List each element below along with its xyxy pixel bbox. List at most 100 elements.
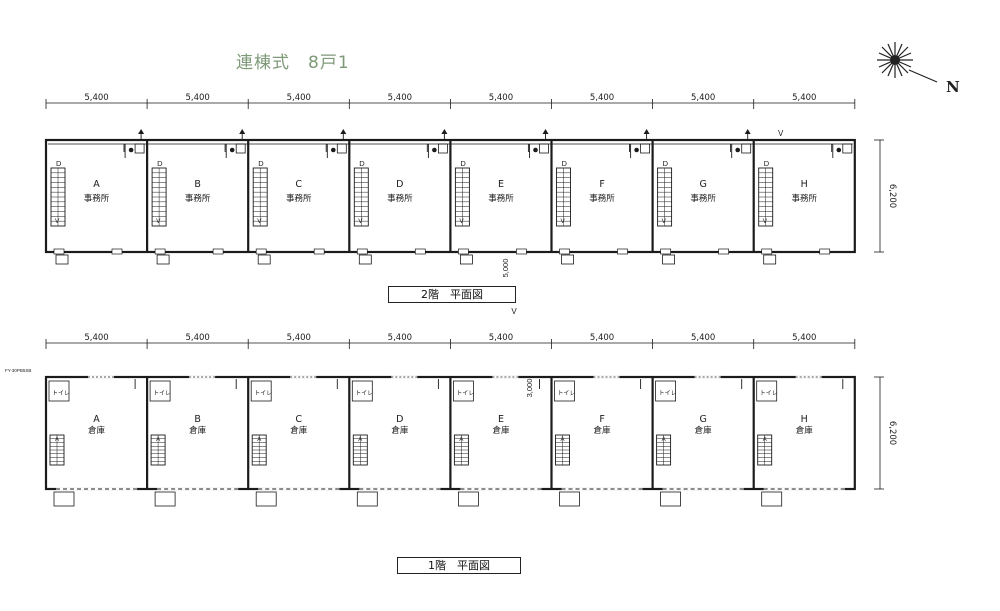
- stair-mark: A: [156, 437, 160, 443]
- unit-letter: H: [801, 414, 808, 425]
- span-label: 5,400: [489, 333, 513, 343]
- span-label: 5,400: [792, 333, 816, 343]
- vent-arrow-icon: [643, 129, 650, 134]
- stair-mark-top: D: [764, 159, 770, 168]
- fixture-dot: [533, 147, 538, 153]
- fixture-dot: [331, 147, 336, 153]
- toilet-room: [756, 380, 778, 402]
- unit-use: 事務所: [84, 193, 110, 204]
- unit-use: 倉庫: [492, 425, 510, 436]
- span-label: 5,400: [185, 93, 209, 103]
- stair-mark: A: [55, 437, 59, 443]
- fixture: [842, 143, 853, 154]
- vent-arrow-icon: [542, 129, 549, 134]
- span-label: 5,400: [84, 93, 108, 103]
- entry-step: [356, 491, 378, 507]
- stair-mark-top: D: [56, 159, 62, 168]
- fixture-dot: [229, 147, 235, 153]
- vent-arrow-icon: [239, 129, 246, 134]
- unit-letter: C: [295, 179, 302, 190]
- fixture-dot: [432, 147, 437, 153]
- unit-use: 事務所: [791, 193, 817, 204]
- window: [154, 248, 166, 255]
- stair-mark-bottom: V: [561, 218, 566, 225]
- unit-letter: D: [396, 414, 403, 425]
- window: [819, 248, 831, 255]
- depth-label: 6,200: [887, 184, 897, 208]
- compass-icon: [877, 42, 938, 83]
- vent-arrow-icon: [340, 129, 347, 134]
- entry-step: [53, 491, 75, 507]
- entry-step: [154, 491, 176, 507]
- unit-letter: F: [599, 179, 604, 190]
- entry-step: [55, 254, 69, 265]
- toilet-room: [351, 380, 373, 402]
- span-label: 5,400: [691, 93, 715, 103]
- stair-mark-top: D: [359, 159, 365, 168]
- unit-use: 倉庫: [796, 425, 814, 436]
- fixture-dot: [634, 147, 639, 153]
- floor2-caption: 2階 平面図: [388, 286, 516, 303]
- stair-mark: A: [459, 437, 463, 443]
- toilet-room: [250, 380, 272, 402]
- entry-step: [662, 254, 675, 265]
- span-label: 5,400: [185, 333, 209, 343]
- unit-letter: E: [498, 179, 504, 190]
- fixture: [336, 143, 347, 154]
- span-label: 5,400: [691, 333, 715, 343]
- toilet-label: トイレ: [659, 390, 677, 397]
- unit-letter: D: [396, 179, 403, 190]
- fixture-dot: [836, 147, 842, 153]
- stair-mark-bottom: V: [156, 218, 161, 225]
- window: [255, 248, 267, 255]
- window: [212, 248, 224, 255]
- stair-mark-bottom: V: [358, 218, 363, 225]
- vent-arrow-icon: [138, 129, 145, 134]
- entry-step: [459, 254, 473, 265]
- fixture: [539, 143, 549, 154]
- entry-step: [660, 491, 681, 507]
- stair-mark-top: D: [258, 159, 264, 168]
- unit-letter: G: [699, 414, 706, 425]
- window: [414, 248, 426, 255]
- toilet-label: トイレ: [52, 390, 70, 397]
- unit-use: 事務所: [690, 193, 716, 204]
- unit-use: 事務所: [589, 193, 615, 204]
- span-label: 5,400: [388, 93, 412, 103]
- stair-mark-bottom: V: [459, 218, 464, 225]
- unit-letter: G: [699, 179, 706, 190]
- fixture: [134, 143, 145, 154]
- unit-use: 倉庫: [695, 425, 713, 436]
- entry-step: [561, 254, 574, 265]
- stair-mark: A: [561, 437, 565, 443]
- window: [313, 248, 325, 255]
- stair-mark-bottom: V: [662, 218, 667, 225]
- drawing-title: 連棟式 8戸1: [236, 53, 350, 73]
- unit-letter: B: [194, 179, 201, 190]
- side-note: FY-30PB5SB: [5, 368, 31, 373]
- toilet-room: [554, 380, 575, 402]
- unit-letter: A: [93, 179, 100, 190]
- window: [356, 248, 368, 255]
- window: [111, 248, 123, 255]
- entry-step: [257, 254, 271, 265]
- stair-mark-bottom: V: [763, 218, 768, 225]
- span-label: 5,400: [287, 333, 311, 343]
- unit-use: 倉庫: [189, 425, 207, 436]
- span-label: 5,400: [287, 93, 311, 103]
- unit-letter: A: [93, 414, 100, 425]
- fixture: [437, 143, 448, 154]
- unit-use: 倉庫: [290, 425, 308, 436]
- entry-step: [559, 491, 580, 507]
- unit-use: 事務所: [286, 193, 312, 204]
- unit-use: 倉庫: [88, 425, 106, 436]
- fixture: [741, 143, 752, 154]
- toilet-label: トイレ: [760, 390, 778, 397]
- vent-arrow-icon: [744, 129, 751, 134]
- window: [458, 248, 469, 255]
- window: [516, 248, 527, 255]
- toilet-label: トイレ: [355, 390, 373, 397]
- vent-arrow-icon: [441, 129, 448, 134]
